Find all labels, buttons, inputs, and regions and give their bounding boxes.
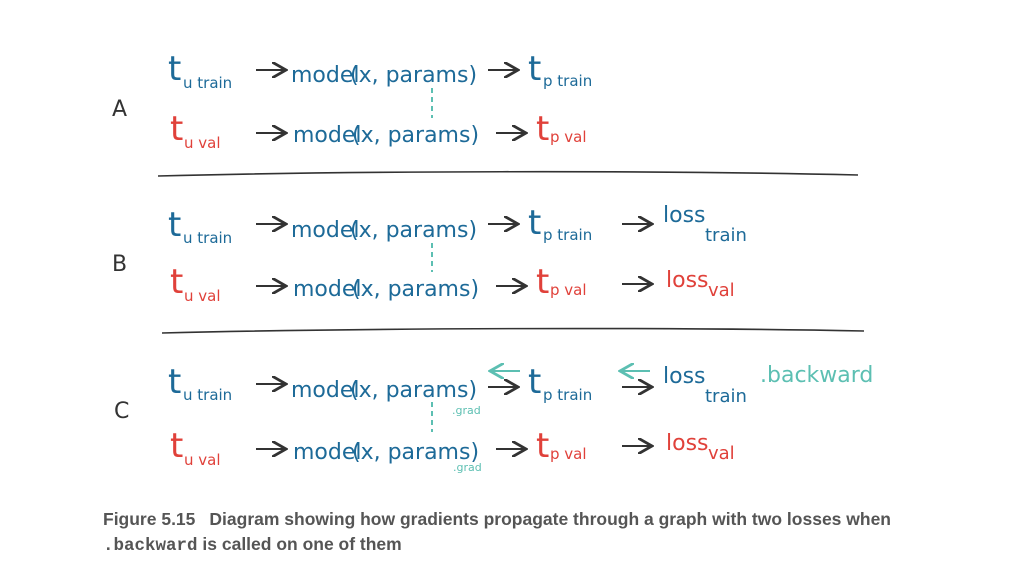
t-u-val-subscript: u val: [184, 287, 221, 305]
t-p-train-symbol: t: [528, 362, 541, 402]
t-u-val-subscript: u val: [184, 134, 221, 152]
panel-c-val-row: t u val model (x, params) .grad t p val …: [170, 426, 735, 474]
loss-val-label: loss: [666, 268, 709, 293]
model-label: model: [293, 123, 362, 148]
t-p-val-subscript: p val: [550, 128, 587, 146]
model-label: model: [291, 63, 360, 88]
t-p-train-subscript: p train: [543, 226, 592, 244]
t-u-val-subscript: u val: [184, 451, 221, 469]
loss-train-label: loss: [663, 203, 706, 228]
figure-caption: Figure 5.15 Diagram showing how gradients…: [103, 507, 923, 559]
t-p-val-symbol: t: [536, 262, 549, 302]
model-args: (x, params): [350, 378, 477, 403]
params-grad-label: .grad: [452, 404, 481, 417]
t-u-train-subscript: u train: [183, 229, 232, 247]
model-label: model: [293, 277, 362, 302]
panel-a-train-row: t u train model (x, params) t p train: [168, 49, 592, 92]
model-args: (x, params): [352, 123, 479, 148]
t-p-train-symbol: t: [528, 203, 541, 243]
t-u-val-symbol: t: [170, 109, 183, 149]
t-u-train-symbol: t: [168, 49, 181, 89]
panel-divider: [157, 170, 859, 177]
caption-code: .backward: [103, 536, 198, 556]
panel-b-val-row: t u val model (x, params) t p val loss v…: [170, 262, 735, 305]
panel-b-train-row: t u train model (x, params) t p train lo…: [168, 203, 747, 247]
params-grad-label: .grad: [453, 461, 482, 474]
loss-val-subscript: val: [708, 280, 735, 301]
model-args: (x, params): [350, 218, 477, 243]
panel-a-label: A: [112, 97, 127, 122]
loss-train-label: loss: [663, 364, 706, 389]
t-p-val-symbol: t: [536, 109, 549, 149]
figure-number: Figure 5.15: [103, 509, 196, 529]
model-label: model: [291, 378, 360, 403]
backward-call-label: .backward: [760, 363, 873, 388]
panel-c-train-row: t u train model (x, params) .grad t p tr…: [168, 362, 873, 417]
caption-text-end: is called on one of them: [202, 534, 402, 554]
t-u-train-symbol: t: [168, 362, 181, 402]
t-p-train-subscript: p train: [543, 72, 592, 90]
t-p-train-symbol: t: [528, 49, 541, 89]
panel-divider: [161, 327, 865, 334]
t-p-train-subscript: p train: [543, 386, 592, 404]
model-label: model: [291, 218, 360, 243]
t-p-val-symbol: t: [536, 426, 549, 466]
t-u-val-symbol: t: [170, 426, 183, 466]
t-p-val-subscript: p val: [550, 445, 587, 463]
model-args: (x, params): [352, 277, 479, 302]
t-u-train-symbol: t: [168, 205, 181, 245]
t-u-train-subscript: u train: [183, 386, 232, 404]
t-u-train-subscript: u train: [183, 74, 232, 92]
model-args: (x, params): [352, 440, 479, 465]
loss-val-subscript: val: [708, 443, 735, 464]
loss-train-subscript: train: [705, 386, 747, 407]
model-args: (x, params): [350, 63, 477, 88]
panel-c-label: C: [114, 399, 129, 424]
panel-a-val-row: t u val model (x, params) t p val: [170, 109, 587, 152]
loss-val-label: loss: [666, 431, 709, 456]
model-label: model: [293, 440, 362, 465]
t-u-val-symbol: t: [170, 262, 183, 302]
t-p-val-subscript: p val: [550, 281, 587, 299]
loss-train-subscript: train: [705, 225, 747, 246]
panel-b-label: B: [112, 252, 127, 277]
caption-text: Diagram showing how gradients propagate …: [209, 509, 891, 529]
